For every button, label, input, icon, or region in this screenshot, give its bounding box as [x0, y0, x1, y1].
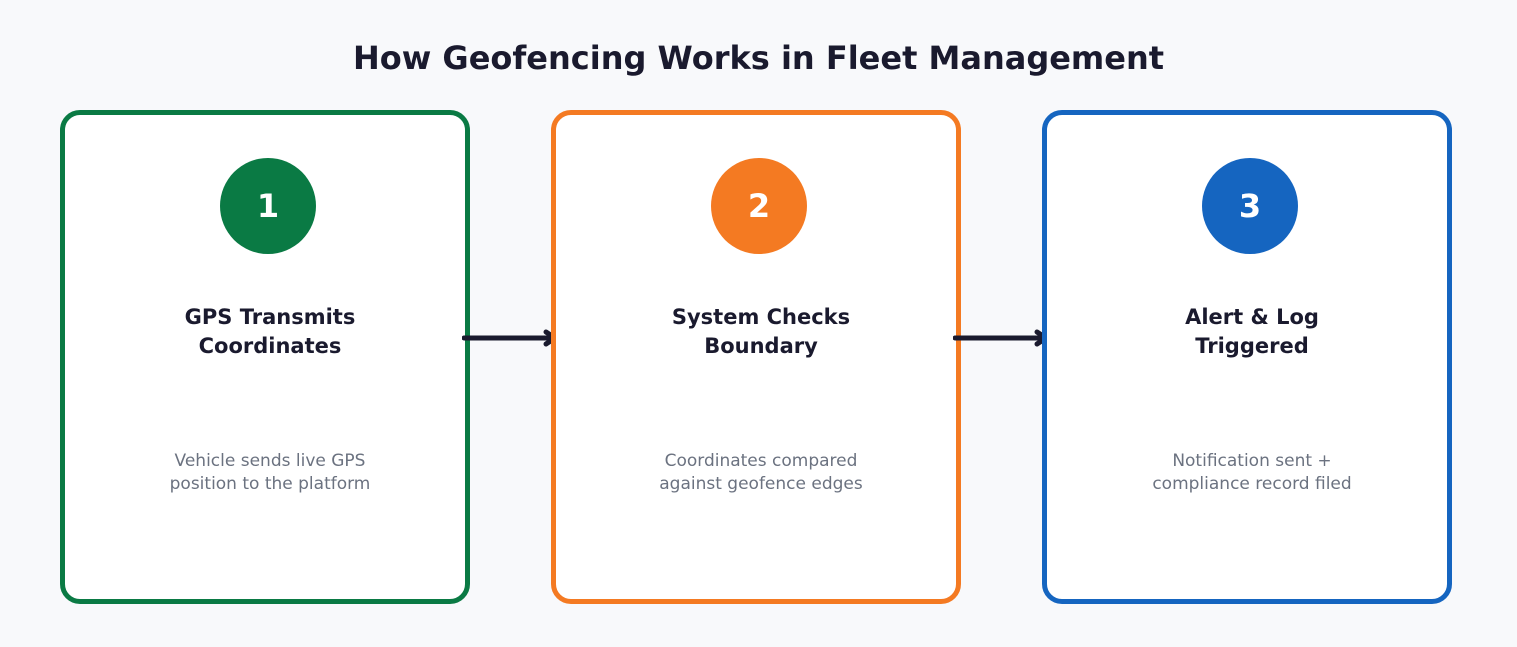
step-description: Vehicle sends live GPS position to the p… [169, 451, 371, 494]
step-card-gps-transmits: 1 GPS Transmits Coordinates Vehicle send… [60, 110, 470, 604]
diagram-title: How Geofencing Works in Fleet Management [352, 39, 1165, 77]
step-heading: System Checks Boundary [671, 305, 851, 358]
step-card-alert-log: 3 Alert & Log Triggered Notification sen… [1042, 110, 1452, 604]
step-card-system-checks: 2 System Checks Boundary Coordinates com… [551, 110, 961, 604]
step-description: Notification sent + compliance record fi… [1152, 451, 1352, 494]
step-heading: GPS Transmits Coordinates [184, 305, 356, 358]
step-description: Coordinates compared against geofence ed… [659, 451, 863, 494]
step-number-badge: 1 [220, 158, 316, 254]
step-number-badge: 2 [711, 158, 807, 254]
step-heading: Alert & Log Triggered [1185, 305, 1319, 358]
arrow-right-icon [953, 329, 1049, 347]
step-number-badge: 3 [1202, 158, 1298, 254]
arrow-right-icon [462, 329, 558, 347]
